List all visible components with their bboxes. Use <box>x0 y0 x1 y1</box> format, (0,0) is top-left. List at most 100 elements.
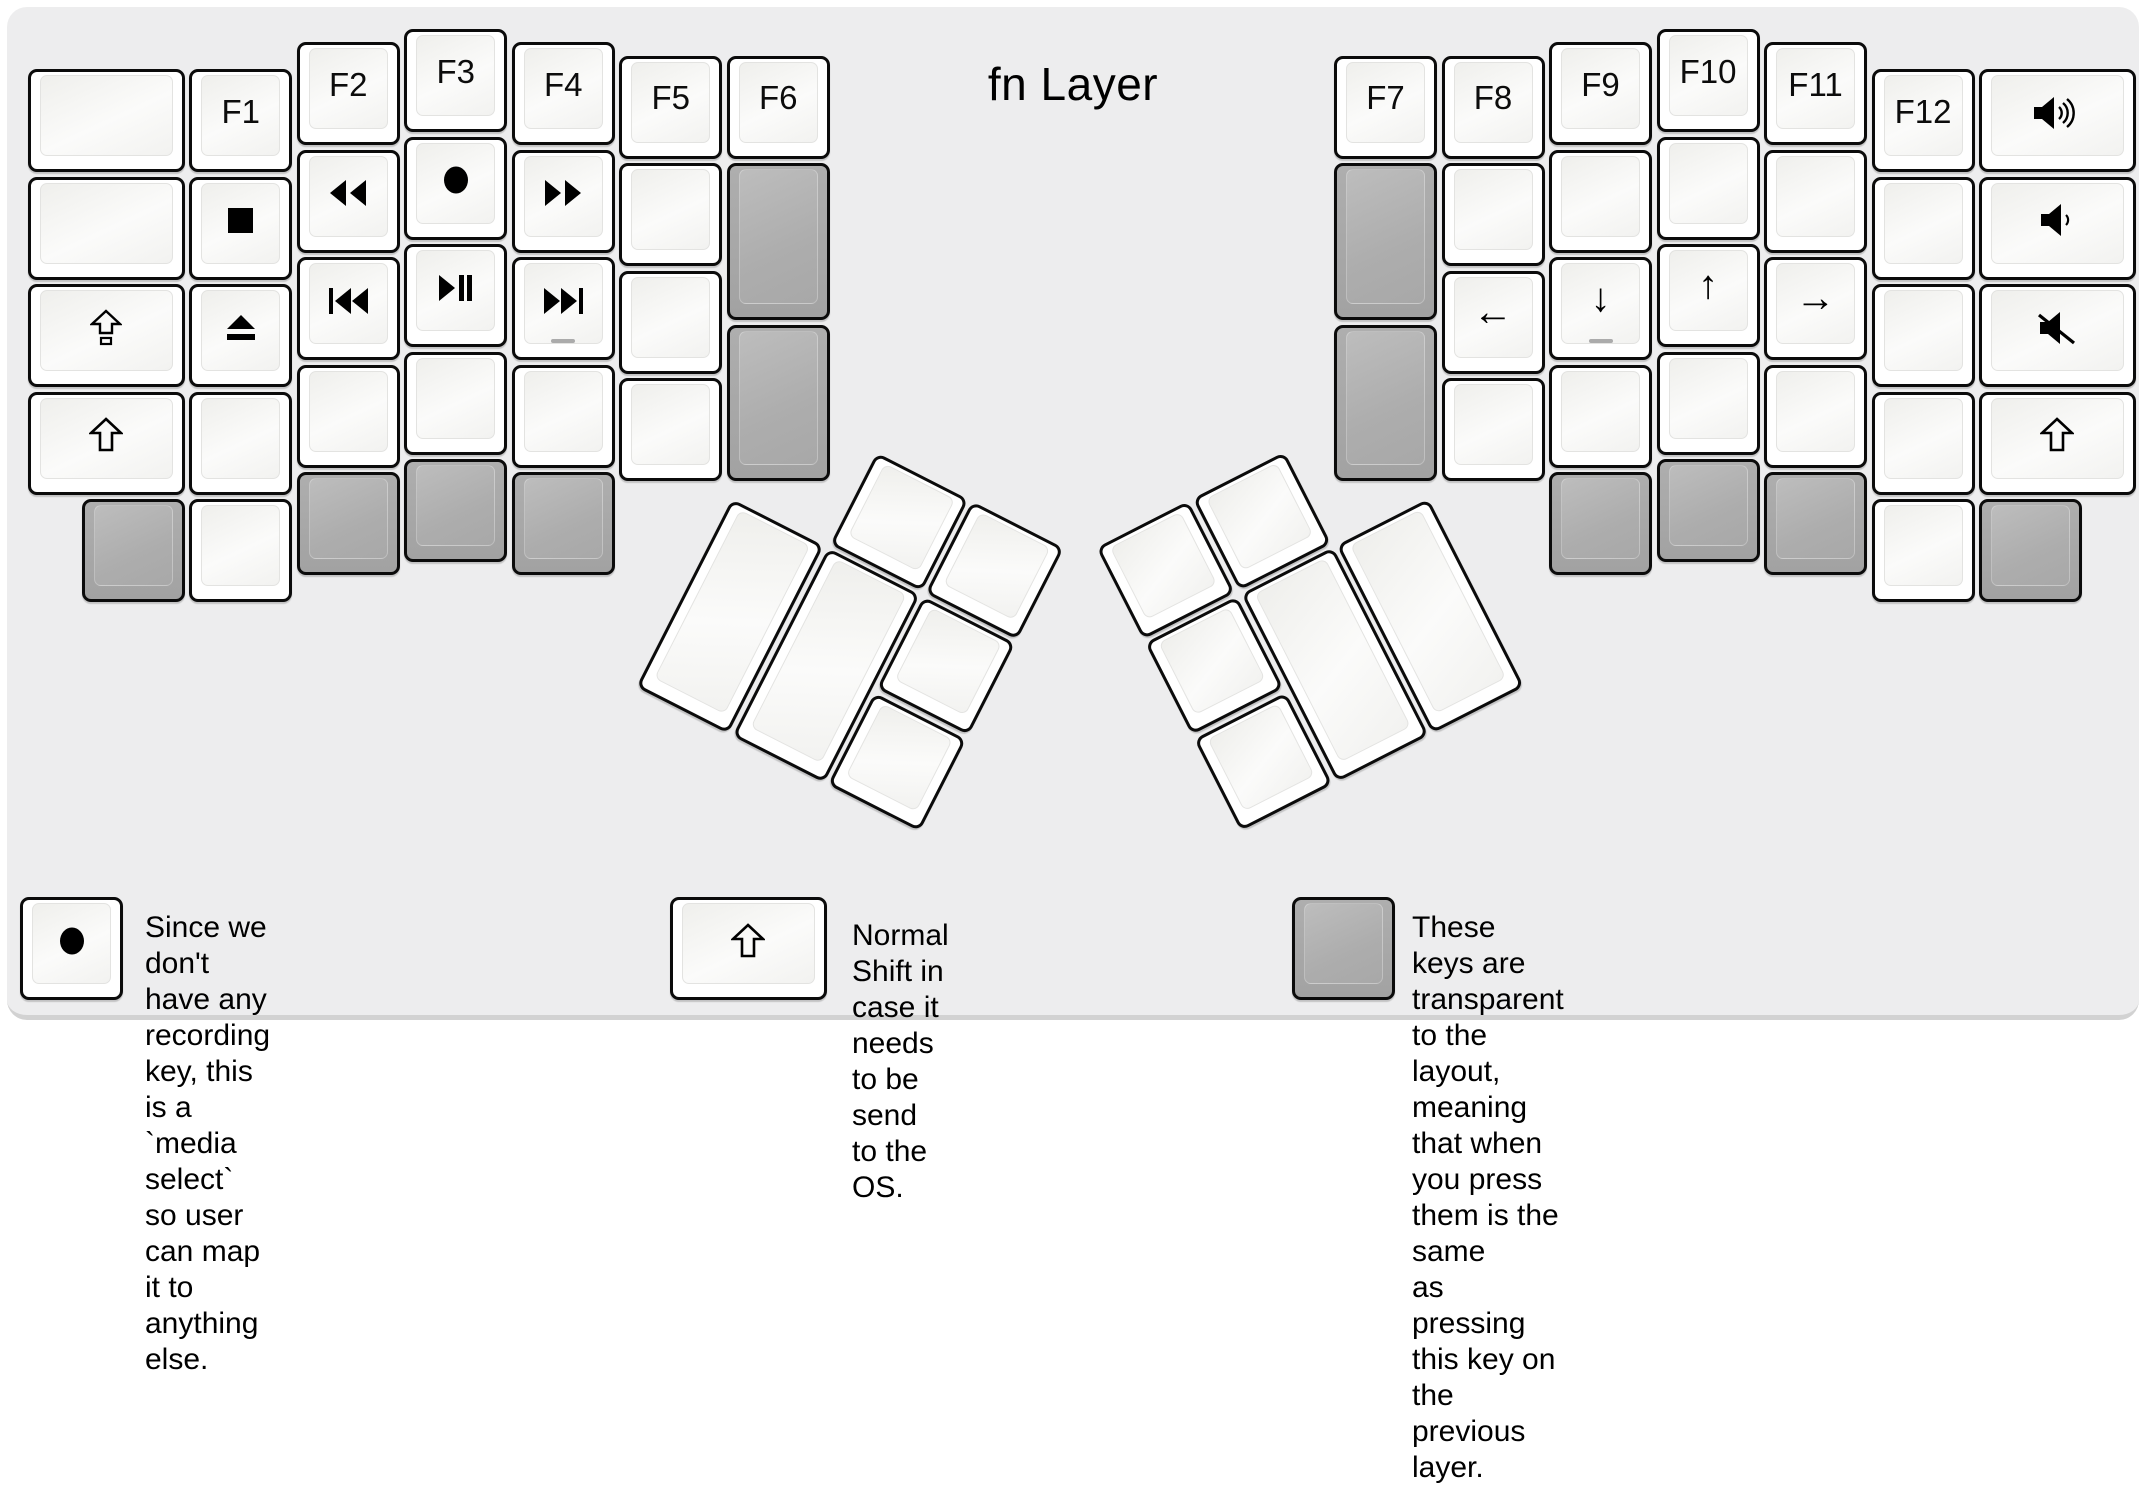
key-transparent <box>511 472 615 576</box>
keycap-surface: F5 <box>631 61 711 143</box>
shift-icon <box>731 922 766 959</box>
keycap-surface <box>1561 370 1640 452</box>
key-blank <box>1656 136 1760 240</box>
key-f11: F11 <box>1764 42 1867 146</box>
key-arrow-down: ↓ <box>1549 257 1652 361</box>
key-blank <box>619 163 723 267</box>
keycap-surface: → <box>1776 263 1855 345</box>
key-transparent <box>296 472 400 576</box>
key-blank <box>404 351 508 455</box>
key-transparent <box>726 324 830 482</box>
key-transparent <box>1764 472 1867 576</box>
key-blank <box>619 378 723 482</box>
keycap-surface <box>201 182 281 264</box>
keycap-surface <box>1346 169 1425 305</box>
play-pause-icon <box>438 274 473 302</box>
keycap-surface <box>1668 357 1748 439</box>
keycap-surface: F6 <box>738 61 818 143</box>
key-label: F8 <box>1473 79 1513 117</box>
legend-text-transparent-keys: These keys are transparent to the layout… <box>1412 911 1564 1484</box>
key-label: F9 <box>1581 65 1620 103</box>
keycap-surface <box>1668 465 1748 546</box>
keycap-surface: F8 <box>1453 61 1533 143</box>
key-label: F10 <box>1679 52 1737 90</box>
keycap-surface <box>308 263 388 345</box>
legend-text-media-select: Since we don't have any recording key, t… <box>145 911 271 1376</box>
caps-lock-icon <box>90 309 123 347</box>
keycap-surface: ↑ <box>1668 250 1748 331</box>
key-blank <box>619 270 723 374</box>
keycap-surface <box>1991 505 2070 587</box>
key-blank <box>1549 364 1652 468</box>
key-f3: F3 <box>404 29 508 132</box>
key-blank <box>1871 391 1975 495</box>
keycap-surface <box>1991 290 2124 372</box>
key-f9: F9 <box>1549 42 1652 146</box>
keycap-surface <box>1158 607 1266 716</box>
volume-up-icon <box>2033 95 2081 131</box>
keycap-surface <box>523 155 603 237</box>
key-label: F11 <box>1788 65 1843 103</box>
keycap-surface <box>416 250 496 331</box>
keycap-surface <box>738 330 818 466</box>
keycap-surface <box>32 903 111 984</box>
keycap-surface <box>308 155 388 237</box>
keycap-surface <box>1205 462 1313 571</box>
keycap-surface <box>1883 182 1963 264</box>
key-blank <box>1871 284 1975 388</box>
key-blank <box>1871 499 1975 603</box>
keycap-surface <box>308 478 388 560</box>
key-arrow-up: ↑ <box>1656 244 1760 347</box>
key-f4: F4 <box>511 42 615 146</box>
keycap-surface: F3 <box>416 35 496 116</box>
rewind-icon <box>329 179 367 207</box>
key-caps-lock <box>28 284 185 388</box>
keycap-surface <box>1883 290 1963 372</box>
keycap-surface <box>738 169 818 305</box>
key-label: F3 <box>436 52 475 90</box>
keycap-surface <box>40 75 173 157</box>
arrow-down-icon: ↓ <box>1590 276 1611 321</box>
volume-down-icon <box>2040 202 2074 238</box>
record-icon <box>441 165 471 195</box>
keycap-surface <box>416 357 496 439</box>
key-shift <box>1979 391 2136 495</box>
keycap-surface <box>1668 142 1748 224</box>
key-f2: F2 <box>296 42 400 146</box>
key-label: F1 <box>221 92 260 130</box>
keycap-surface: F12 <box>1883 75 1963 157</box>
key-eject <box>189 284 293 388</box>
key-stop <box>189 176 293 280</box>
keycap-surface <box>523 478 603 560</box>
key-f7: F7 <box>1334 55 1437 159</box>
key-blank <box>296 364 400 468</box>
keycap-surface: F9 <box>1561 48 1640 130</box>
keycap-surface <box>1883 397 1963 479</box>
keycap-surface: F11 <box>1776 48 1855 130</box>
shift-icon <box>89 417 124 453</box>
key-blank <box>189 499 293 603</box>
key-play-pause <box>404 244 508 347</box>
key-mute <box>1979 284 2136 388</box>
keycap-surface <box>308 370 388 452</box>
arrow-up-icon: ↑ <box>1698 263 1718 307</box>
keycap-surface <box>416 465 496 546</box>
key-f1: F1 <box>189 69 293 173</box>
key-label: F2 <box>328 65 368 103</box>
keycap-surface <box>523 370 603 452</box>
key-f10: F10 <box>1656 29 1760 132</box>
next-track-icon <box>543 287 584 315</box>
keycap-surface <box>1776 155 1855 237</box>
keycap-surface <box>631 169 711 251</box>
layer-title: fn Layer <box>987 58 1159 110</box>
keycap-surface: F1 <box>201 75 281 157</box>
keycap-surface <box>201 397 281 479</box>
keycap-surface <box>1561 155 1640 237</box>
keycap-surface <box>93 505 173 587</box>
key-arrow-right: → <box>1764 257 1867 361</box>
keycap-surface: F10 <box>1668 35 1748 116</box>
key-volume-down <box>1979 176 2136 280</box>
keycap-surface <box>1991 397 2124 479</box>
keyboard-layout-diagram: { "title": "fn Layer", "colors": { "page… <box>7 7 2139 1484</box>
